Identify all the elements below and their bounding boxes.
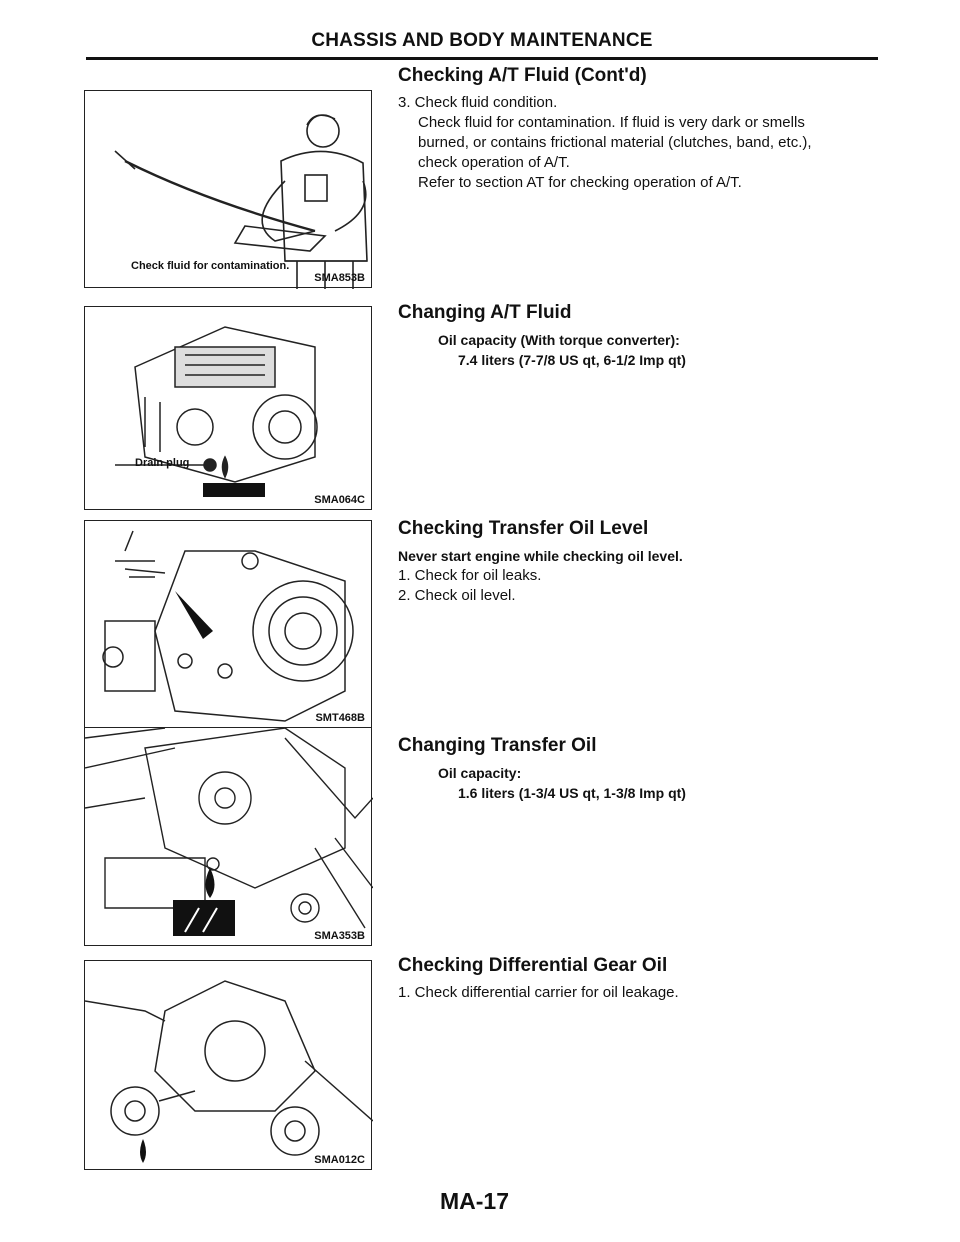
step-line: 1. Check for oil leaks.: [398, 567, 542, 584]
section-checking-transfer: Checking Transfer Oil Level Never start …: [398, 518, 878, 606]
figure-code: SMT468B: [315, 712, 365, 724]
figure-differential: SMA012C: [84, 960, 373, 1170]
person-dipstick-illustration: [114, 114, 368, 289]
section-title: Changing Transfer Oil: [398, 735, 597, 756]
section-checking-at-fluid: Checking A/T Fluid (Cont'd) 3. Check flu…: [398, 65, 878, 193]
spec-value: 1.6 liters (1-3/4 US qt, 1-3/8 Imp qt): [458, 785, 686, 801]
body-line: Refer to section AT for checking operati…: [418, 174, 742, 191]
page-number: MA-17: [440, 1188, 510, 1214]
step-line: 2. Check oil level.: [398, 587, 516, 604]
spec-label: Oil capacity:: [438, 765, 522, 781]
step-line: 1. Check differential carrier for oil le…: [398, 984, 679, 1001]
drain-plug-label: Drain plug: [135, 457, 190, 469]
section-title: Checking A/T Fluid (Cont'd): [398, 65, 647, 86]
figure-code: SMA353B: [314, 930, 365, 942]
transfer-case-illustration: [102, 530, 354, 722]
body-line: burned, or contains frictional material …: [418, 134, 812, 151]
section-changing-at-fluid: Changing A/T Fluid Oil capacity (With to…: [398, 302, 878, 370]
warning-text: Never start engine while checking oil le…: [398, 548, 683, 564]
figure-transfer-case: SMT468B: [84, 520, 372, 728]
section-title: Checking Transfer Oil Level: [398, 518, 649, 539]
figure-code: SMA064C: [314, 494, 365, 506]
section-checking-diff: Checking Differential Gear Oil 1. Check …: [398, 955, 878, 1003]
figure-drain-plug: Drain plug SMA064C: [84, 306, 372, 510]
page-header: CHASSIS AND BODY MAINTENANCE: [311, 30, 653, 51]
spec-label: Oil capacity (With torque converter):: [438, 332, 680, 348]
figure-check-fluid: Check fluid for contamination. SMA853B: [84, 90, 372, 289]
step-line: 3. Check fluid condition.: [398, 94, 558, 111]
section-changing-transfer: Changing Transfer Oil Oil capacity: 1.6 …: [398, 735, 878, 803]
body-line: check operation of A/T.: [418, 154, 570, 171]
section-title: Changing A/T Fluid: [398, 302, 572, 323]
differential-illustration: [85, 980, 373, 1163]
figure-code: SMA012C: [314, 1154, 365, 1166]
body-line: Check fluid for contamination. If fluid …: [418, 114, 805, 131]
figure-caption: Check fluid for contamination.: [131, 260, 290, 272]
transmission-illustration: [115, 326, 318, 497]
figure-under-vehicle: SMA353B: [84, 728, 373, 946]
header-rule: [86, 57, 878, 60]
spec-value: 7.4 liters (7-7/8 US qt, 6-1/2 Imp qt): [458, 352, 686, 368]
under-vehicle-illustration: [85, 728, 373, 936]
section-title: Checking Differential Gear Oil: [398, 955, 668, 976]
figure-code: SMA853B: [314, 272, 365, 284]
